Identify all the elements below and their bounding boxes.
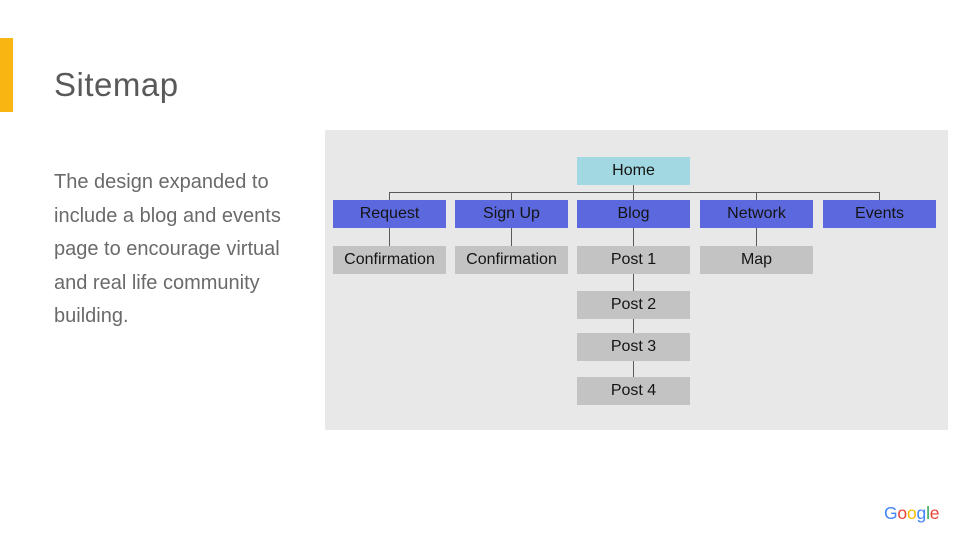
body-line: The design expanded to <box>54 171 269 193</box>
connector-stub-events <box>879 192 880 200</box>
sitemap-node-blog: Blog <box>577 200 690 228</box>
sitemap-node-events: Events <box>823 200 936 228</box>
logo-letter: o <box>906 503 917 523</box>
body-text: The design expanded to include a blog an… <box>54 166 281 334</box>
sitemap-node-confirmation-request: Confirmation <box>333 246 446 274</box>
connector-stub-signup <box>511 192 512 200</box>
sitemap-node-request: Request <box>333 200 446 228</box>
sitemap-node-post1: Post 1 <box>577 246 690 274</box>
logo-letter: o <box>897 503 907 523</box>
body-line: building. <box>54 305 129 328</box>
page-title: Sitemap <box>54 66 179 103</box>
sitemap-panel: Home Request Sign Up Blog Network Events… <box>325 130 948 430</box>
connector-stub-network <box>756 192 757 200</box>
sitemap-node-map: Map <box>700 246 813 274</box>
connector-home-down <box>633 185 634 192</box>
logo-letter: G <box>884 503 898 523</box>
connector-post2-post3 <box>633 319 634 333</box>
connector-level2-bar <box>389 192 880 193</box>
logo-letter: g <box>916 503 927 523</box>
body-line: and real life community <box>54 271 260 294</box>
sitemap-node-network: Network <box>700 200 813 228</box>
connector-blog-post1 <box>633 228 634 246</box>
connector-post3-post4 <box>633 361 634 377</box>
google-logo: Google <box>884 503 940 524</box>
sitemap-node-confirmation-signup: Confirmation <box>455 246 568 274</box>
sitemap-node-post2: Post 2 <box>577 291 690 319</box>
connector-network-map <box>756 228 757 246</box>
accent-bar <box>0 38 13 112</box>
body-line: include a blog and events <box>54 204 281 227</box>
connector-signup-confirmation <box>511 228 512 246</box>
logo-letter: e <box>929 503 940 523</box>
connector-post1-post2 <box>633 274 634 291</box>
body-line: page to encourage virtual <box>54 238 280 261</box>
logo-letter: l <box>926 503 930 523</box>
sitemap-node-post4: Post 4 <box>577 377 690 405</box>
sitemap-node-signup: Sign Up <box>455 200 568 228</box>
connector-request-confirmation <box>389 228 390 246</box>
sitemap-node-home: Home <box>577 157 690 185</box>
connector-stub-blog <box>633 192 634 200</box>
sitemap-node-post3: Post 3 <box>577 333 690 361</box>
connector-stub-request <box>389 192 390 200</box>
